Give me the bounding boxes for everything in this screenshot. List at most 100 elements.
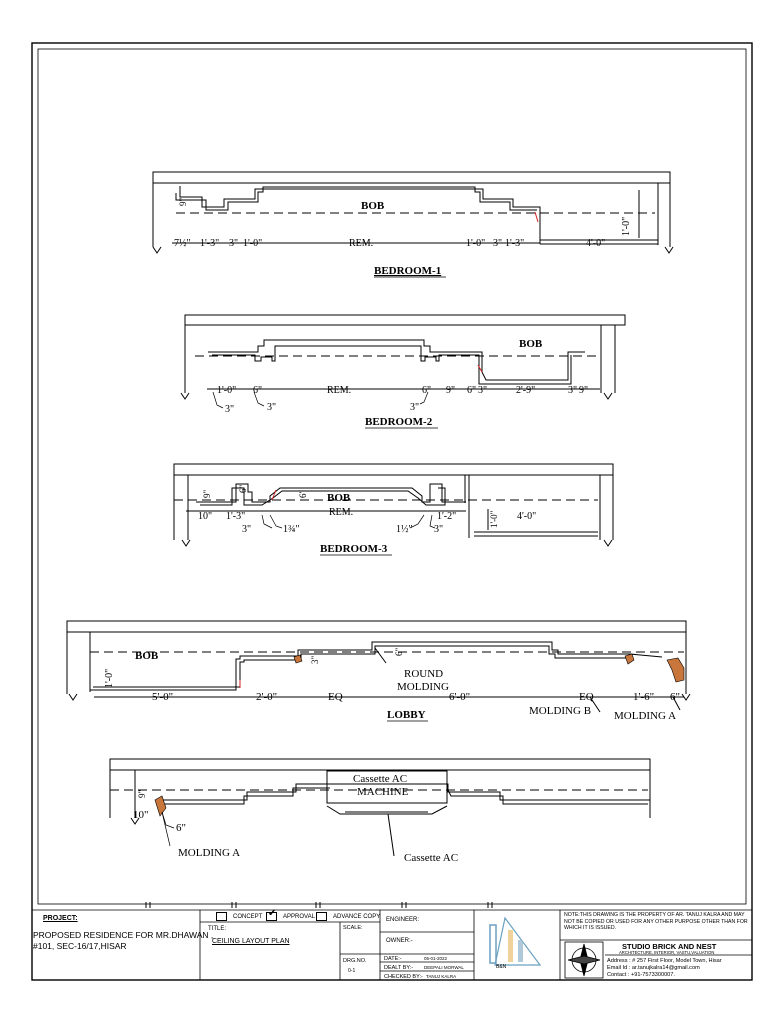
b2-dim-8: 3": [568, 385, 577, 396]
b1-dim-8: 4'-0": [586, 238, 605, 249]
cassette-machine-line1: Cassette AC: [353, 773, 407, 785]
studio-sub: ARCHITECTURE, INTERIOR, VASTU,VALUATION: [619, 950, 715, 955]
ac-dim-1: 10": [133, 809, 149, 821]
lobby-section: [66, 620, 691, 713]
project-line1: PROPOSED RESIDENCE FOR MR.DHAWAN ,: [33, 930, 214, 940]
lobby-dim-2: EQ: [328, 691, 343, 703]
b3-dim-5: 3": [242, 524, 251, 535]
approval-checkbox-checked-icon[interactable]: ✔: [266, 908, 277, 921]
studio-email: Email Id : ar.tanujkalra14@gmail.com: [607, 965, 700, 971]
svg-text:B&N: B&N: [496, 964, 507, 970]
b2-dim-9: 9": [579, 385, 588, 396]
b3-dim-10b: 6": [298, 490, 308, 499]
north-arrow-icon: [567, 943, 601, 977]
lobby-dim-8: 3": [310, 656, 320, 665]
b3-dim-7: 1½": [396, 524, 413, 535]
lobby-dim-4: EQ: [579, 691, 594, 703]
approval-label: APPROVAL: [283, 914, 315, 921]
b2-dim-10: 3": [225, 404, 234, 415]
bedroom-3-title: BEDROOM-3: [320, 543, 388, 555]
studio-logo-icon: B&N: [489, 916, 542, 970]
advance-copy-option[interactable]: ADVANCE COPY: [316, 912, 380, 921]
studio-address: Address : # 257 First Floor, Model Town,…: [607, 958, 722, 964]
b3-dim-6: 1¾": [283, 524, 300, 535]
title-block: [32, 909, 752, 980]
molding-b-label: MOLDING B: [529, 705, 591, 717]
lobby-dim-9: 6": [394, 648, 404, 657]
b1-dim-10: 1'-0": [621, 217, 632, 236]
b2-dim-5: 6": [467, 385, 476, 396]
bedroom-3-section: [173, 463, 614, 547]
lobby-bob: BOB: [135, 650, 159, 662]
concept-label: CONCEPT: [233, 914, 263, 921]
b2-dim-2: REM.: [327, 385, 351, 396]
bedroom-1-title: BEDROOM-1: [374, 265, 441, 277]
studio-name: STUDIO BRICK AND NEST: [622, 942, 717, 951]
b2-dim-4: 9": [446, 385, 455, 396]
owner-label: OWNER:-: [386, 938, 413, 944]
b3-dim-11: 1'-0": [489, 510, 499, 528]
bedroom-3-bob: BOB: [327, 492, 351, 504]
b2-dim-6: 3": [478, 385, 487, 396]
lobby-dim-3: 6'-0": [449, 691, 470, 703]
drg-label: DRG.NO.: [343, 958, 367, 964]
molding-a-label: MOLDING A: [614, 710, 676, 722]
ac-dim-2: 6": [176, 822, 186, 834]
b2-dim-11: 3": [267, 402, 276, 413]
bedroom-2-title: BEDROOM-2: [365, 416, 433, 428]
advance-copy-checkbox[interactable]: [316, 912, 327, 921]
round-molding-label-1: ROUND: [404, 668, 443, 680]
inner-border: [37, 48, 747, 905]
cassette-machine-line2: MACHINE: [357, 786, 409, 798]
b1-dim-7: 1'-3": [505, 238, 524, 249]
b1-dim-2: 3": [229, 238, 238, 249]
engineer-label: ENGINEER:: [386, 917, 420, 923]
checked-value: TANUJ KALRA: [426, 974, 457, 979]
molding-b-profile: [624, 653, 635, 665]
b1-dim-0: 7½": [174, 238, 191, 249]
b3-dim-2: REM.: [329, 507, 353, 518]
b1-dim-3: 1'-0": [243, 238, 262, 249]
concept-checkbox[interactable]: [216, 912, 227, 921]
project-line2: #101, SEC-16/17,HISAR: [33, 941, 127, 951]
lobby-title: LOBBY: [387, 709, 426, 721]
dealt-value: DEEPALI MORWAL: [424, 965, 464, 970]
ac-molding-a-label: MOLDING A: [178, 847, 240, 859]
b3-dim-3: 1'-2": [437, 511, 456, 522]
advance-copy-label: ADVANCE COPY: [333, 914, 381, 921]
b3-dim-1: 1'-3": [226, 511, 245, 522]
b3-dim-10: 6": [238, 485, 248, 494]
cassette-ac-section: [109, 758, 651, 857]
b2-dim-12: 3": [410, 402, 419, 413]
lobby-dim-5: 1'-6": [633, 691, 654, 703]
bedroom-2-section: [180, 314, 626, 400]
date-label: DATE:-: [384, 956, 402, 962]
property-note: NOTE:THIS DRAWING IS THE PROPERTY OF AR.…: [564, 912, 748, 932]
molding-a-profile: [666, 657, 685, 683]
outer-border: [31, 42, 753, 981]
b1-dim-1: 1'-3": [200, 238, 219, 249]
b3-dim-0: 10": [198, 511, 212, 522]
b3-dim-4: 4'-0": [517, 511, 536, 522]
b2-dim-1: 6": [253, 385, 262, 396]
lobby-dim-1: 2'-0": [256, 691, 277, 703]
title-label: TITLE:: [208, 926, 227, 932]
project-label: PROJECT:: [43, 915, 78, 922]
b2-dim-0: 1'-0": [217, 385, 236, 396]
b3-dim-8: 3": [434, 524, 443, 535]
studio-contact: Contact : +91-7573300007.: [607, 972, 675, 978]
dealt-label: DEALT BY:-: [384, 965, 414, 971]
b1-dim-a: 9": [178, 198, 188, 207]
scale-label: SCALE:: [343, 925, 363, 931]
b1-dim-5: 1'-0": [466, 238, 485, 249]
ac-dim-0: 9": [137, 790, 147, 799]
approval-option[interactable]: ✔ APPROVAL: [266, 908, 315, 921]
drg-value: 0-1: [348, 968, 356, 974]
molding-a-ac-profile: [154, 795, 167, 817]
cassette-ac-label: Cassette AC: [404, 852, 458, 864]
lobby-dim-0: 5'-0": [152, 691, 173, 703]
round-molding-profile: [293, 654, 303, 664]
round-molding-label-2: MOLDING: [397, 681, 449, 693]
lobby-dim-6: 6": [670, 691, 680, 703]
concept-option[interactable]: CONCEPT: [216, 912, 262, 921]
